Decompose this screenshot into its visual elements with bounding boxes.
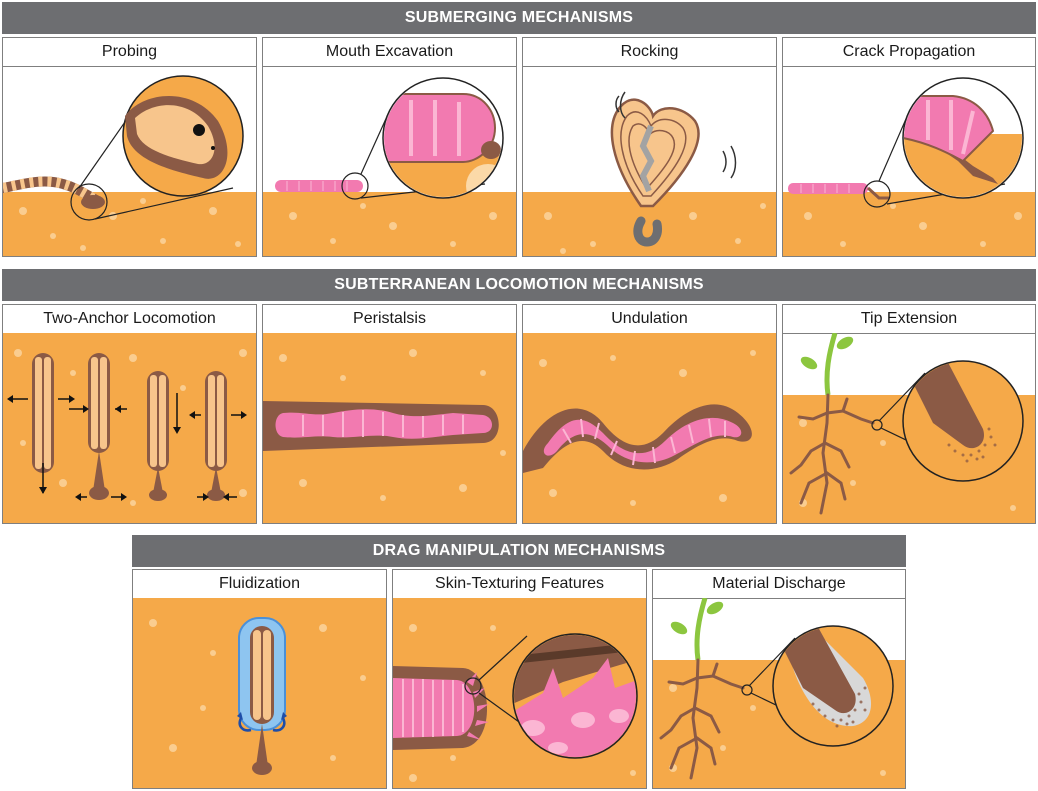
- panel-rocking: Rocking: [522, 37, 777, 257]
- panel-undulation: Undulation: [522, 304, 777, 524]
- section-header-submerging: SUBMERGING MECHANISMS: [2, 2, 1036, 34]
- panel-peristalsis: Peristalsis: [262, 304, 517, 524]
- material-discharge-illustration: [653, 598, 905, 788]
- panel-title: Rocking: [523, 38, 776, 67]
- panel-mouth-excavation: Mouth Excavation: [262, 37, 517, 257]
- panel-material-discharge: Material Discharge: [652, 569, 906, 789]
- panel-title: Skin-Texturing Features: [393, 570, 646, 599]
- panel-crack-propagation: Crack Propagation: [782, 37, 1036, 257]
- probing-illustration: [3, 75, 256, 256]
- panel-title: Undulation: [523, 305, 776, 334]
- panel-title: Two-Anchor Locomotion: [3, 305, 256, 334]
- panel-tip-extension: Tip Extension: [782, 304, 1036, 524]
- panel-title: Peristalsis: [263, 305, 516, 334]
- panel-title: Material Discharge: [653, 570, 905, 599]
- section-header-locomotion: SUBTERRANEAN LOCOMOTION MECHANISMS: [2, 269, 1036, 301]
- skin-texturing-illustration: [393, 598, 646, 788]
- tip-extension-illustration: [783, 333, 1035, 523]
- section-header-drag: DRAG MANIPULATION MECHANISMS: [132, 535, 906, 567]
- panel-title: Tip Extension: [783, 305, 1035, 334]
- panel-skin-texturing: Skin-Texturing Features: [392, 569, 647, 789]
- panel-probing: Probing: [2, 37, 257, 257]
- panel-fluidization: Fluidization: [132, 569, 387, 789]
- peristalsis-illustration: [263, 333, 516, 523]
- rocking-illustration: [523, 91, 776, 256]
- panel-two-anchor: Two-Anchor Locomotion: [2, 304, 257, 524]
- mouth-excavation-illustration: [263, 77, 516, 256]
- crack-propagation-illustration: [783, 77, 1035, 256]
- panel-title: Crack Propagation: [783, 38, 1035, 67]
- undulation-illustration: [523, 333, 776, 523]
- panel-title: Probing: [3, 38, 256, 67]
- panel-title: Fluidization: [133, 570, 386, 599]
- panel-title: Mouth Excavation: [263, 38, 516, 67]
- fluidization-illustration: [133, 598, 386, 788]
- two-anchor-illustration: [3, 333, 256, 523]
